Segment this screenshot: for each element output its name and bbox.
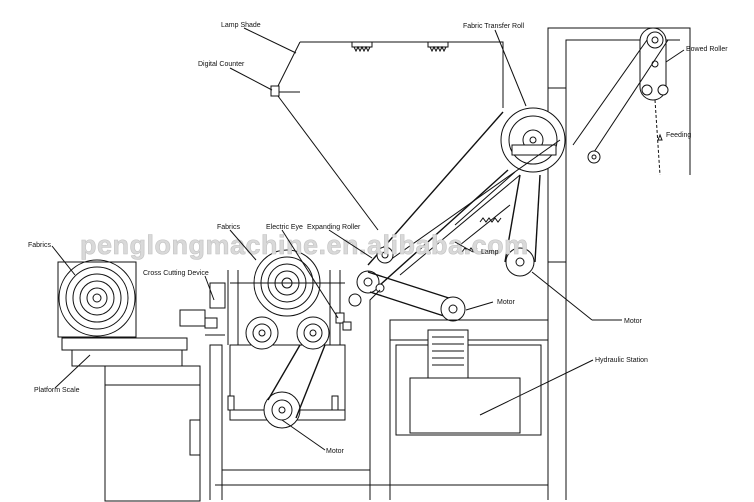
labels: Lamp Shade Digital Counter Fabric Transf… — [28, 22, 728, 455]
central-frame — [369, 289, 548, 500]
right-lower-roller — [504, 174, 541, 277]
label-lamp: Lamp — [481, 249, 499, 256]
digital-counter — [270, 85, 280, 97]
label-hydraulic-station: Hydraulic Station — [595, 357, 648, 364]
left-fabric-roll — [57, 259, 137, 338]
right-frame — [547, 27, 691, 500]
label-expanding-roller: Expanding Roller — [307, 224, 361, 231]
label-platform-scale: Platform Scale — [34, 387, 80, 394]
support-rollers — [245, 316, 330, 350]
center-fabric-roll — [230, 249, 345, 317]
label-bowed-roller: Bowed Roller — [686, 46, 728, 53]
hydraulic-station — [395, 329, 542, 436]
leader-lines — [51, 27, 685, 451]
bowed-roller-assembly — [572, 27, 669, 176]
inclined-board — [367, 111, 561, 286]
center-motor — [440, 296, 466, 322]
expanding-rollers — [348, 246, 456, 319]
lamp-shade-hood — [274, 41, 504, 231]
label-fabrics-left: Fabrics — [28, 242, 51, 249]
label-fabrics-center: Fabrics — [217, 224, 240, 231]
label-cross-cutting-device: Cross Cutting Device — [143, 270, 209, 277]
label-digital-counter: Digital Counter — [198, 61, 245, 68]
fabric-transfer-roll — [500, 107, 566, 173]
platform-scale — [61, 337, 201, 502]
watermark-text: penglongmachine.en.alibaba.com — [80, 230, 529, 260]
label-motor-center: Motor — [497, 299, 516, 306]
label-fabric-transfer-roll: Fabric Transfer Roll — [463, 23, 525, 30]
label-lamp-shade: Lamp Shade — [221, 22, 261, 29]
label-motor-bottom: Motor — [326, 448, 345, 455]
cross-cutting-device — [179, 282, 352, 331]
bottom-motor — [227, 344, 339, 429]
label-electric-eye: Electric Eye — [266, 224, 303, 231]
label-feeding: Feeding — [666, 132, 691, 139]
label-motor-right: Motor — [624, 318, 643, 325]
